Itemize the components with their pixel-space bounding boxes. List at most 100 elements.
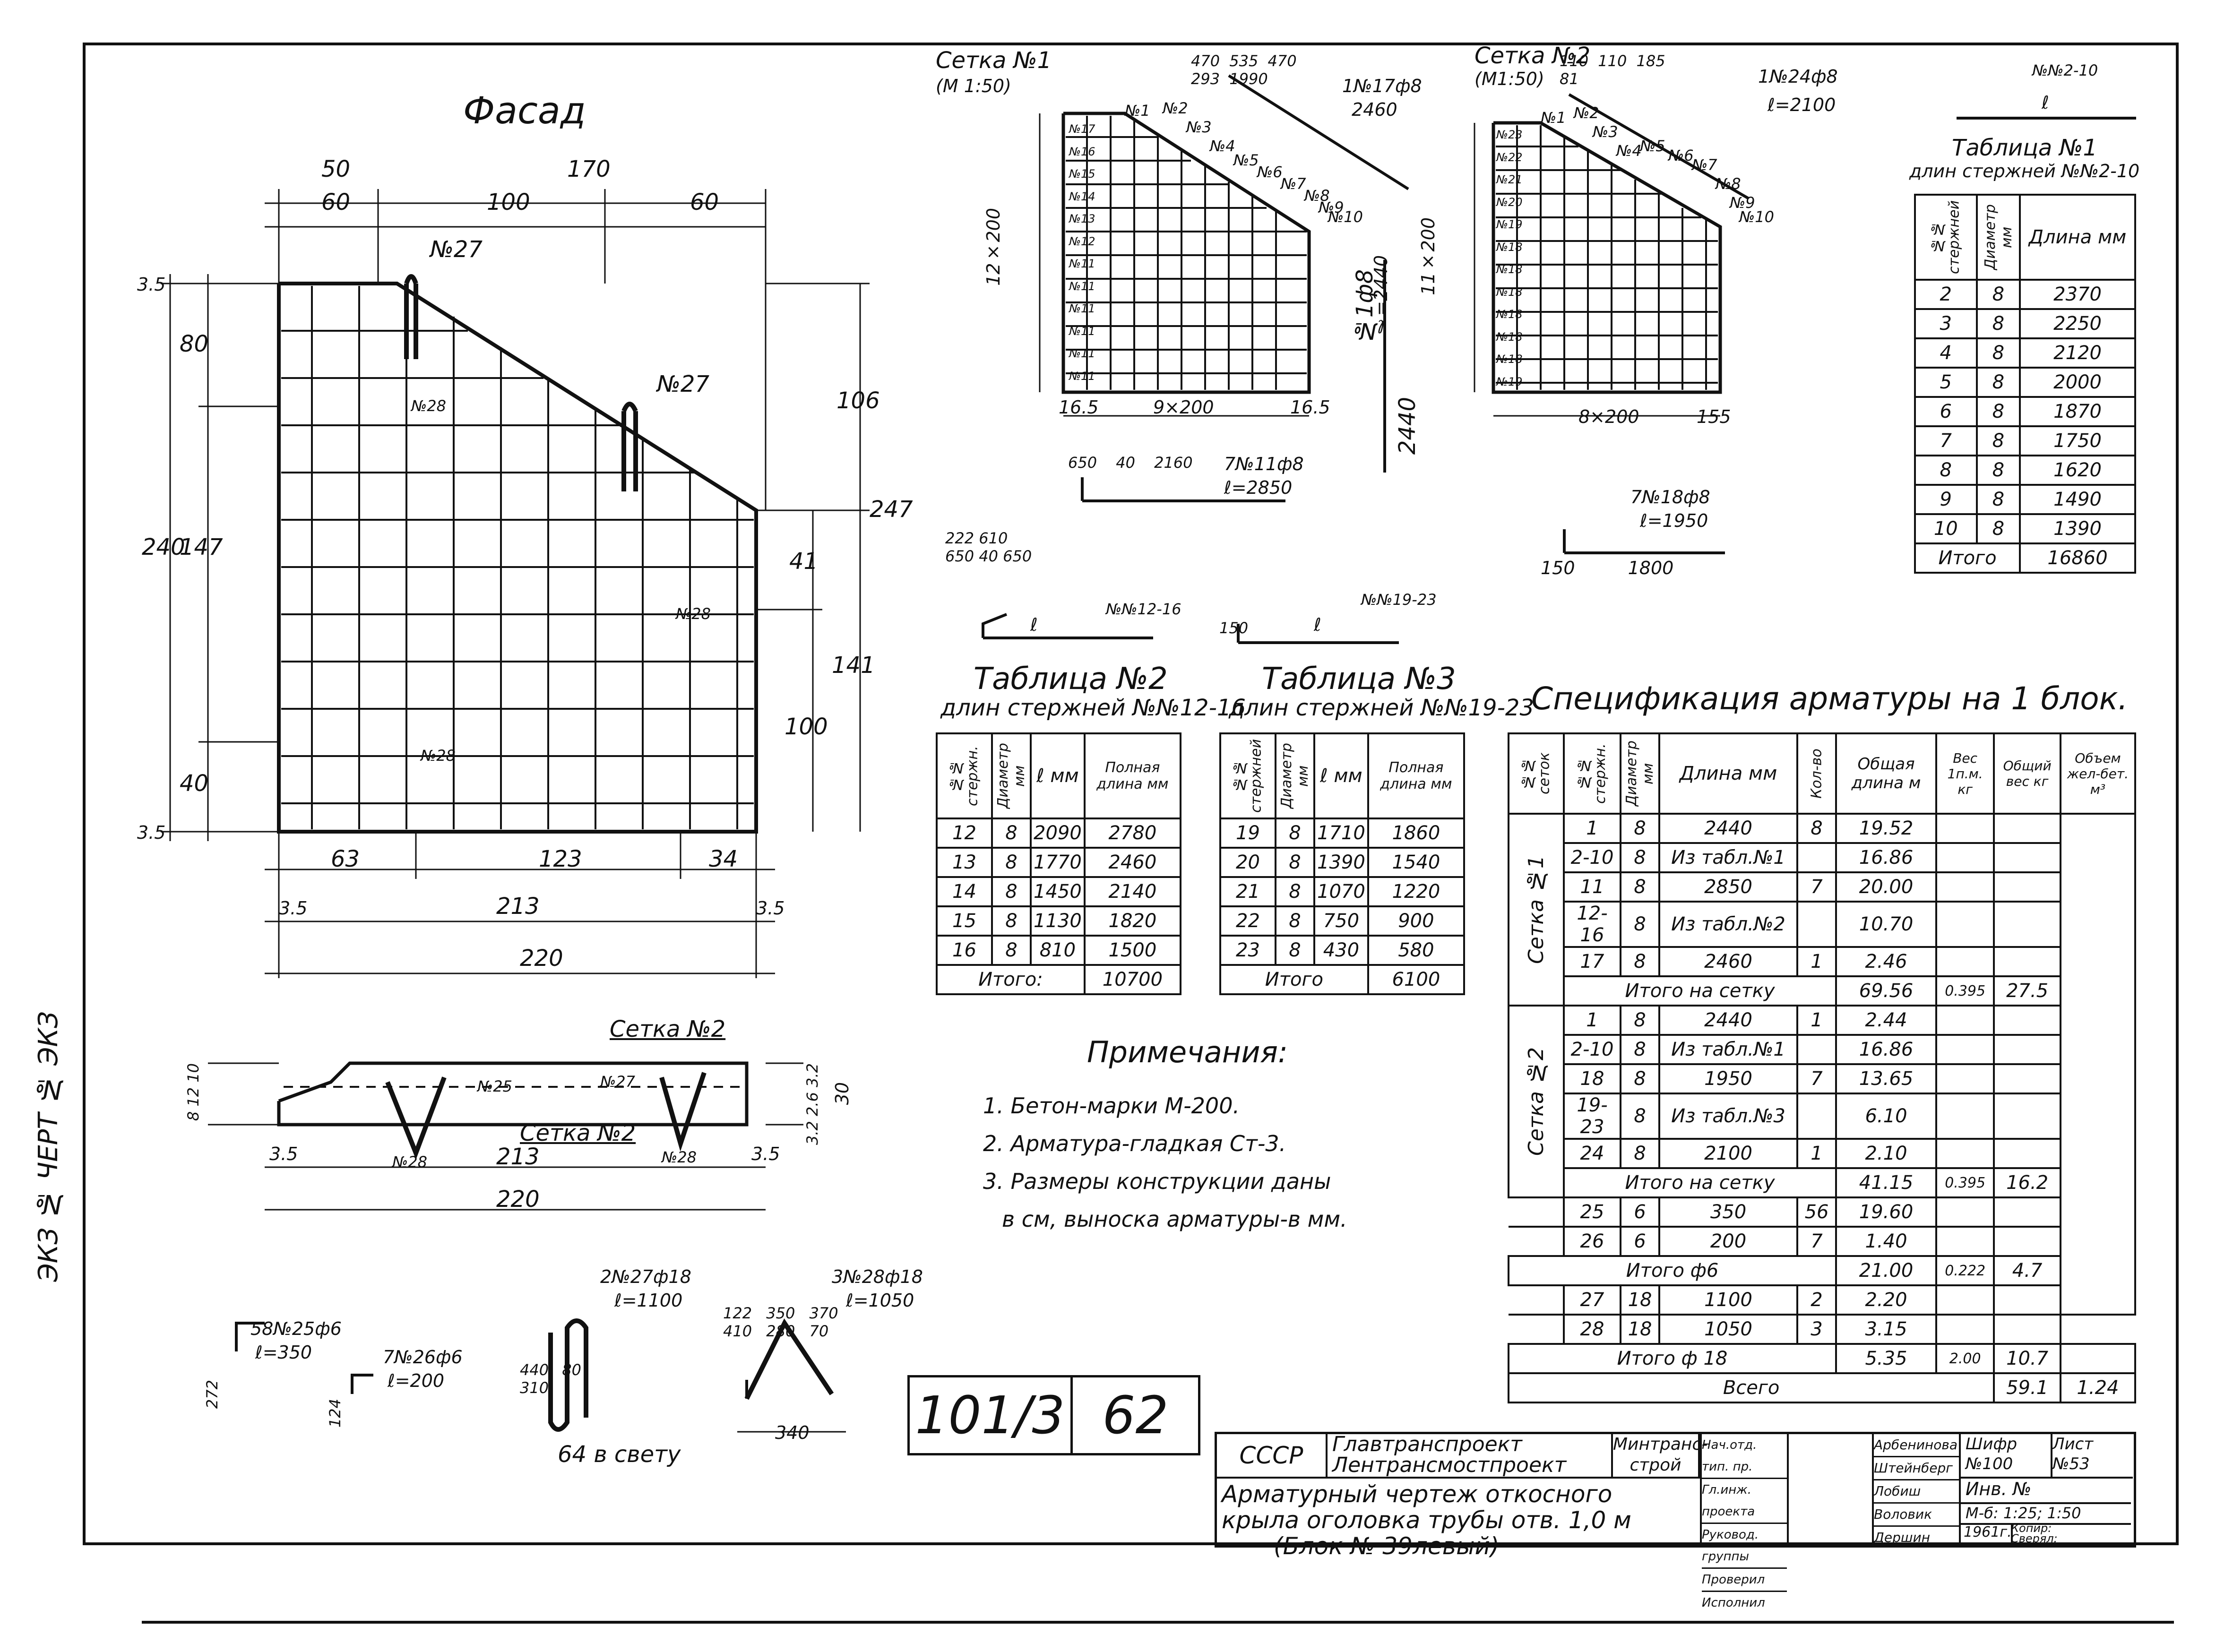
s27-dims: 440 80 310 [520,1361,581,1397]
bar18-len: ℓ=1950 [1640,510,1708,531]
stamp-names: Арбенинова Штейнберг Лобиш Воловик Дерши… [1874,1434,1961,1545]
dim-left-80: 80 [180,331,209,357]
s27-len: ℓ=1100 [614,1290,683,1311]
table2-title: Таблица №2 [974,662,1168,697]
mesh1-cols-label: 9×200 [1153,397,1214,418]
spec-h-mesh: №№ сеток [1509,733,1564,814]
mesh1-bar-2: №2 [1163,99,1188,117]
mesh1-edge-r: 16.5 [1290,397,1330,418]
mesh1-top-dims: 470 535 470 293 1990 [1191,52,1297,88]
mesh1-outline [1061,112,1311,394]
table2-h3: ℓ мм [1030,732,1086,819]
section-left-dims: 8 12 10 [184,1063,202,1121]
spec-h-total: Общая длина м [1835,732,1938,815]
spec-h-len: Длина мм [1658,732,1799,815]
bar210-label: №№2-10 [2032,61,2098,79]
bar18-dims: 150 1800 [1541,558,1674,578]
mesh2-outline [1492,121,1722,394]
mesh1-title: Сетка №1 [936,47,1052,74]
mesh1-scale: (М 1:50) [936,76,1011,96]
section-dim-a: 3.5 [269,1144,298,1164]
s28-label: 3№28ф18 [832,1266,923,1287]
stamp-signatures [1787,1434,1874,1543]
notes-list: 1. Бетон-марки М-200. 2. Арматура-гладка… [983,1087,1347,1238]
dim-top-60b: 60 [690,189,719,215]
spec-h-diam: Диаметр мм [1621,733,1660,814]
facade-title: Фасад [463,90,586,132]
bar12-dims: 222 610 650 40 650 [945,529,1032,565]
dim-right-41: 41 [789,548,819,575]
dim-right-141: 141 [832,652,875,679]
table2: №№ стержн. Диаметр мм ℓ мм Полная длина … [936,732,1182,995]
table2-h4: Полная длина мм [1083,732,1182,819]
dim-bottom-63: 63 [331,846,360,872]
section-tag-28b: №28 [662,1148,697,1166]
table3-subtitle: длин стержней №№19-23 [1229,695,1534,721]
dim-left-3.5b: 3.5 [137,822,166,843]
s26-dim: 124 [326,1399,344,1428]
dim-bottom-34: 34 [709,846,738,872]
mesh1-bar-9: №9 [1319,198,1344,216]
mesh2-top-dims: 110 110 185 81 [1560,52,1665,88]
dim-top-60a: 60 [321,189,351,215]
section-tag-27: №27 [600,1073,635,1091]
stamp-org1: Главтранспроект [1332,1432,1522,1456]
s28-w: 340 [775,1422,810,1443]
mesh2-bar-3: №3 [1593,123,1618,141]
bar19-dim: 150 [1219,619,1249,637]
note-2: 2. Арматура-гладкая Ст-3. [983,1131,1286,1156]
section-right-dims: 3.2 2.6 3.2 [803,1063,821,1145]
spec-table: №№ сеток №№ стержн. Диаметр мм Длина мм … [1507,732,2137,1403]
bar-tag-27a: №27 [430,236,483,263]
facade-outline [277,282,758,834]
stamp-year: 1961г. [1961,1524,2013,1543]
section-mid-label: Сетка №2 [520,1120,636,1146]
dim-right-106: 106 [836,387,880,414]
mesh1-bar-7: №7 [1281,175,1306,193]
spec-h-bar: №№ стержн. [1564,733,1621,814]
note-4: в см, выноска арматуры-в мм. [1002,1206,1347,1232]
title-block: СССР Главтранспроект Лентрансмостпроект … [1215,1432,2136,1610]
note-3: 3. Размеры конструкции даны [983,1169,1331,1194]
mesh1-bar-5: №5 [1233,151,1259,169]
mesh2-bar-6: №6 [1668,146,1694,164]
table2-subtitle: длин стержней №№12-16 [940,695,1246,721]
section-right-dim2: 30 [832,1082,853,1105]
dim-bottom-220: 220 [520,945,563,972]
mesh1-top-bar: 1№17ф8 [1342,76,1422,96]
dim-top-50: 50 [321,156,351,182]
table2-h2: Диаметр мм [992,733,1031,818]
stamp-org: Главтранспроект Лентрансмостпроект [1328,1434,1613,1479]
stamp-title3: (Блок № 39левый) [1274,1532,1500,1560]
bar11-label: 7№11ф8 [1224,454,1304,474]
mesh1-grid [1066,116,1307,390]
bar18-label: 7№18ф8 [1630,487,1710,508]
bar12-label: №№12-16 [1106,600,1181,618]
mesh2-top-bar: 1№24ф8 [1758,66,1838,87]
dim-left-147: 147 [180,534,223,560]
mesh2-bar-7: №7 [1692,156,1717,174]
